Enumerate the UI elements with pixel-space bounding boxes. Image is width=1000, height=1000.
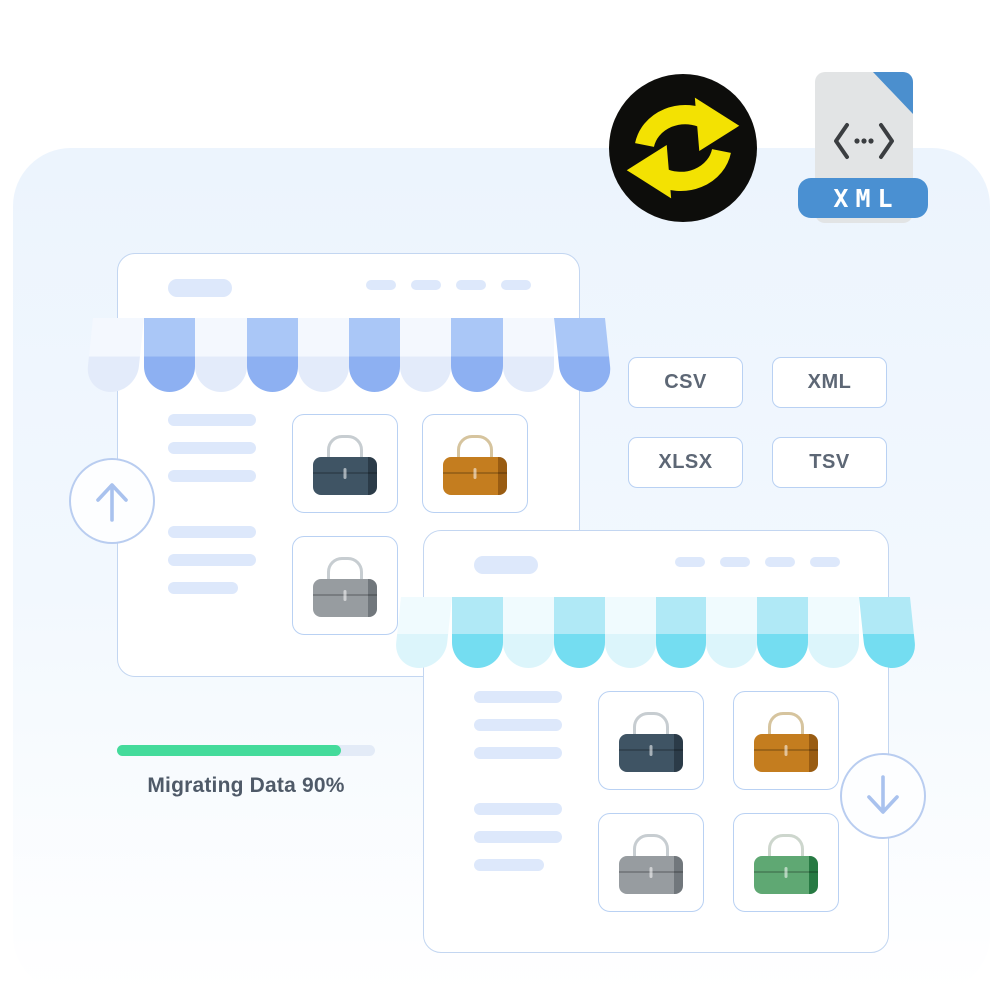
nav-item-placeholder bbox=[411, 280, 441, 290]
sync-arrows-icon bbox=[609, 74, 757, 222]
briefcase-body bbox=[754, 733, 818, 772]
format-chip-csv: CSV bbox=[628, 357, 743, 408]
text-lines-group bbox=[474, 691, 562, 775]
text-line-placeholder bbox=[168, 470, 256, 482]
arrow-down-icon bbox=[867, 775, 899, 814]
target-store-window bbox=[423, 530, 889, 953]
text-line-placeholder bbox=[474, 691, 562, 703]
text-line-placeholder bbox=[474, 747, 562, 759]
text-line-placeholder bbox=[474, 859, 544, 871]
text-line-placeholder bbox=[474, 803, 562, 815]
text-line-placeholder bbox=[474, 831, 562, 843]
sync-icon bbox=[609, 74, 757, 222]
briefcase-orange-icon bbox=[443, 434, 507, 495]
nav-item-placeholder bbox=[765, 557, 795, 567]
briefcase-gray-icon bbox=[619, 833, 683, 894]
nav-item-placeholder bbox=[366, 280, 396, 290]
product-card bbox=[292, 414, 398, 513]
nav-item-placeholder bbox=[456, 280, 486, 290]
nav-placeholder bbox=[675, 557, 840, 567]
migration-progress-bar bbox=[117, 745, 375, 756]
text-line-placeholder bbox=[168, 526, 256, 538]
product-card bbox=[733, 813, 839, 912]
nav-item-placeholder bbox=[720, 557, 750, 567]
briefcase-gray-icon bbox=[313, 556, 377, 617]
nav-placeholder bbox=[366, 280, 531, 290]
briefcase-green-icon bbox=[754, 833, 818, 894]
briefcase-slate-icon bbox=[619, 711, 683, 772]
progress-fill bbox=[117, 745, 342, 756]
briefcase-body bbox=[443, 456, 507, 495]
product-card bbox=[292, 536, 398, 635]
format-chip-xlsx: XLSX bbox=[628, 437, 743, 488]
text-line-placeholder bbox=[168, 554, 256, 566]
store-logo-placeholder bbox=[474, 556, 538, 574]
code-icon bbox=[834, 123, 894, 160]
source-store-awning bbox=[85, 318, 613, 392]
text-lines-group bbox=[168, 414, 256, 498]
briefcase-body bbox=[313, 578, 377, 617]
product-card bbox=[422, 414, 528, 513]
download-circle bbox=[840, 753, 926, 839]
briefcase-orange-icon bbox=[754, 711, 818, 772]
nav-item-placeholder bbox=[810, 557, 840, 567]
text-lines-group bbox=[474, 803, 562, 887]
arrow-up-icon bbox=[96, 483, 128, 522]
text-line-placeholder bbox=[474, 719, 562, 731]
upload-circle bbox=[69, 458, 155, 544]
xml-file-icon: XML bbox=[798, 70, 930, 226]
product-card bbox=[598, 691, 704, 790]
briefcase-body bbox=[619, 733, 683, 772]
migration-progress-label: Migrating Data 90% bbox=[147, 774, 345, 797]
format-chip-tsv: TSV bbox=[772, 437, 887, 488]
product-card bbox=[733, 691, 839, 790]
briefcase-body bbox=[313, 456, 377, 495]
text-line-placeholder bbox=[168, 414, 256, 426]
store-logo-placeholder bbox=[168, 279, 232, 297]
text-lines-group bbox=[168, 526, 256, 610]
file-fold-corner bbox=[873, 72, 913, 114]
briefcase-body bbox=[754, 855, 818, 894]
format-chip-xml: XML bbox=[772, 357, 887, 408]
product-card bbox=[598, 813, 704, 912]
briefcase-body bbox=[619, 855, 683, 894]
target-store-awning bbox=[393, 597, 918, 668]
nav-item-placeholder bbox=[675, 557, 705, 567]
briefcase-slate-icon bbox=[313, 434, 377, 495]
text-line-placeholder bbox=[168, 582, 238, 594]
nav-item-placeholder bbox=[501, 280, 531, 290]
text-line-placeholder bbox=[168, 442, 256, 454]
xml-file-banner: XML bbox=[798, 178, 928, 218]
